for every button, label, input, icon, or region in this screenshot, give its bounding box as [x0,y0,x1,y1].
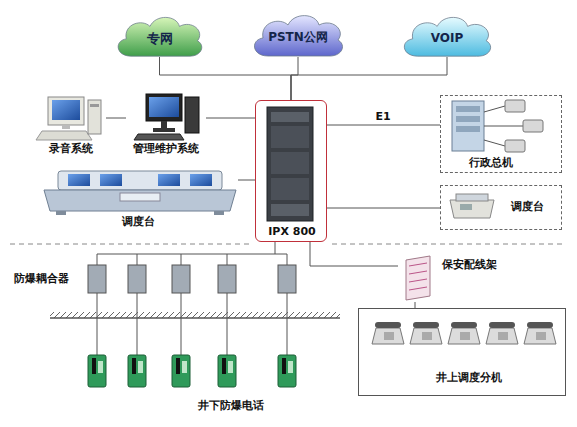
node-label: 井上调度分机 [419,371,519,384]
dispatch-phones [372,322,556,344]
edge-label: E1 [376,110,391,123]
computer-node: 管理维护系统 [126,92,206,154]
bus-wire [97,242,287,254]
separator-line [10,244,252,245]
console-node: 调度台 [38,168,238,228]
connector-line [106,118,126,119]
ground-line [50,317,340,319]
node-label: IPX 800 [256,225,328,238]
console-illustration [450,194,494,218]
node-label: 保安配线架 [434,258,504,271]
cloud-node: VOIP [398,12,496,60]
coupler-group [88,254,296,355]
console-box: 调度台 [440,185,562,230]
ground-hatch [50,312,340,318]
connector-line [160,57,292,100]
pbx-box: 行政总机 [440,95,562,173]
cloud-node: 专网 [112,12,207,60]
extension-group: 井上调度分机 [358,308,566,396]
cloud-node: PSTN公网 [248,10,348,60]
separator-line [332,244,566,245]
cabinet-illustration [267,107,313,221]
node-label: 专网 [112,32,207,45]
pbx-illustration [452,100,543,152]
computer-icon [36,97,101,140]
connector-line [291,57,298,100]
switch-cabinet: IPX 800 [255,100,327,242]
node-label: VOIP [398,32,496,45]
node-label: 管理维护系统 [126,142,206,155]
connector-line [327,208,440,209]
distribution-frame-node: 保安配线架 [398,254,504,302]
connector-line [238,180,255,181]
explosion-proof-phones [88,355,296,387]
node-label: PSTN公网 [248,31,348,44]
console-illustration [44,171,236,215]
connector-line [206,118,255,119]
computer-node: 录音系统 [36,95,106,157]
node-label: 调度台 [497,200,557,213]
connector-line [327,125,440,126]
group-label: 井下防爆电话 [198,398,264,413]
node-label: 录音系统 [36,142,106,155]
connector-line [291,57,447,100]
distribution-frame [406,256,430,300]
group-label: 防爆耦合器 [14,271,69,286]
node-label: 行政总机 [451,156,531,169]
node-label: 调度台 [38,215,238,228]
connector-line [310,242,398,266]
computer-icon [134,94,199,140]
